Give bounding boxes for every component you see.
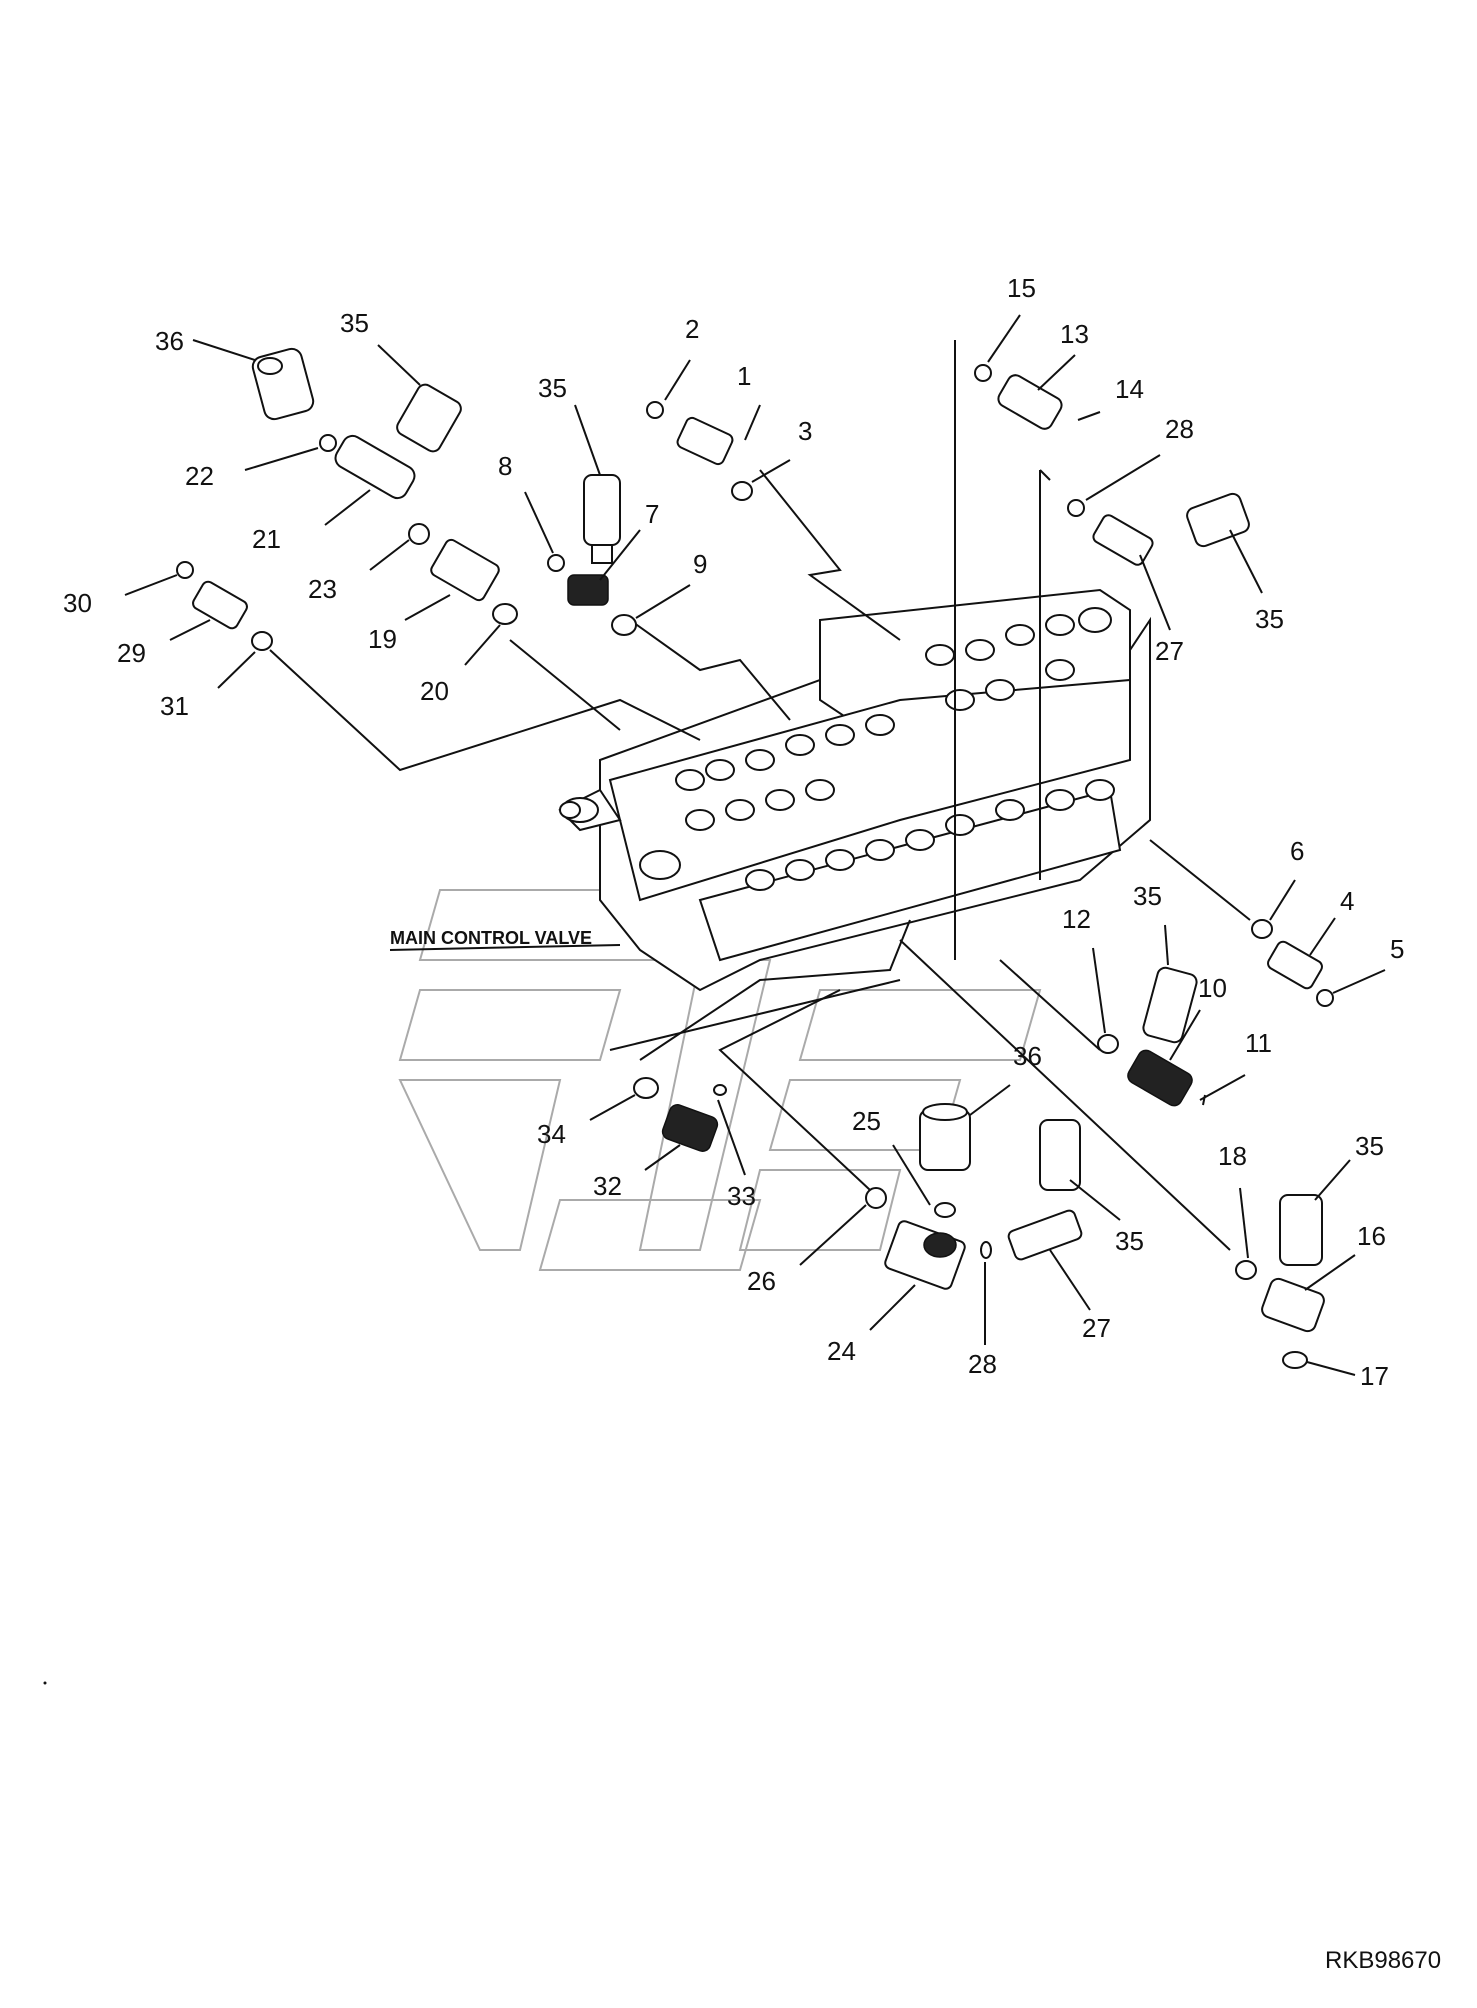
callout-36-bottom: 36 — [1013, 1041, 1042, 1071]
callout-7: 7 — [645, 499, 659, 529]
callout-3: 3 — [798, 416, 812, 446]
callout-10: 10 — [1198, 973, 1227, 1003]
callout-8: 8 — [498, 451, 512, 481]
callout-33: 33 — [727, 1181, 756, 1211]
callout-12: 12 — [1062, 904, 1091, 934]
part-36-fitting-bottom — [919, 1084, 1011, 1171]
callout-2: 2 — [685, 314, 699, 344]
part-32-fitting — [644, 1104, 719, 1171]
callout-36-top-left: 36 — [155, 326, 184, 356]
callout-35-bottom: 35 — [1115, 1226, 1144, 1256]
part-28-oring-bottom — [980, 1241, 992, 1345]
part-31-oring — [217, 631, 273, 689]
part-8-oring — [524, 491, 565, 572]
part-15-oring — [974, 314, 1021, 382]
callout-9: 9 — [693, 549, 707, 579]
callout-35-top-right: 35 — [1255, 604, 1284, 634]
callout-23: 23 — [308, 574, 337, 604]
callout-35-right: 35 — [1133, 881, 1162, 911]
callout-28-bottom: 28 — [968, 1349, 997, 1379]
callout-30: 30 — [63, 588, 92, 618]
part-30-oring — [124, 561, 194, 596]
part-27-adapter-top — [1092, 514, 1171, 631]
leader-lines — [269, 469, 1251, 1251]
part-27-adapter-bottom — [1007, 1209, 1091, 1311]
main-control-valve-body — [558, 340, 1151, 992]
callout-26: 26 — [747, 1266, 776, 1296]
callout-35-top: 35 — [538, 373, 567, 403]
callout-20: 20 — [420, 676, 449, 706]
part-35-sensor-left — [377, 344, 462, 453]
part-25-oring — [892, 1144, 956, 1218]
part-12-oring — [1092, 947, 1119, 1054]
callout-15: 15 — [1007, 273, 1036, 303]
part-11-pin — [1199, 1074, 1246, 1106]
part-13-elbow — [997, 354, 1076, 430]
callout-6: 6 — [1290, 836, 1304, 866]
part-1-plug — [676, 404, 761, 466]
part-18-oring — [1235, 1187, 1257, 1280]
part-7-fitting — [567, 529, 641, 606]
part-19-plug — [404, 538, 500, 621]
callout-4: 4 — [1340, 886, 1354, 916]
callout-1: 1 — [737, 361, 751, 391]
part-16-elbow — [1261, 1254, 1356, 1333]
part-33-oring — [713, 1084, 746, 1176]
part-24-valve — [869, 1220, 966, 1331]
callout-18: 18 — [1218, 1141, 1247, 1171]
part-3-oring — [731, 459, 791, 501]
part-29-plug — [169, 580, 248, 641]
part-2-oring — [646, 359, 691, 419]
callout-34: 34 — [537, 1119, 566, 1149]
part-17-oring — [1282, 1351, 1356, 1376]
callout-25: 25 — [852, 1106, 881, 1136]
callout-35-top-left: 35 — [340, 308, 369, 338]
part-10-elbow — [1127, 1009, 1201, 1107]
callout-11: 11 — [1245, 1028, 1272, 1058]
callout-27-bottom: 27 — [1082, 1313, 1111, 1343]
part-35-sensor-right — [1142, 924, 1198, 1044]
part-35-sensor-bottom-right — [1279, 1159, 1351, 1266]
part-22-oring — [244, 434, 337, 471]
assembly-label: MAIN CONTROL VALVE — [390, 928, 592, 948]
part-35-sensor-top — [574, 404, 621, 564]
part-35-sensor-top-right — [1186, 492, 1263, 594]
part-26-oring — [799, 1187, 887, 1266]
part-21-adapter — [324, 434, 416, 526]
part-5-oring — [1316, 969, 1386, 1007]
part-35-sensor-bottom — [1039, 1119, 1121, 1221]
reference-code: RKB98670 — [1325, 1947, 1441, 1974]
part-28-oring-top — [1067, 454, 1161, 517]
callout-32: 32 — [593, 1171, 622, 1201]
callout-16: 16 — [1357, 1221, 1386, 1251]
part-20-oring — [464, 603, 518, 666]
part-34-oring — [589, 1077, 659, 1121]
part-9-oring — [611, 584, 691, 636]
callout-14: 14 — [1115, 374, 1144, 404]
callout-13: 13 — [1060, 319, 1089, 349]
part-23-oring — [369, 523, 430, 571]
part-6-oring — [1251, 879, 1296, 939]
callout-35-bottom-right: 35 — [1355, 1131, 1384, 1161]
callout-29: 29 — [117, 638, 146, 668]
callout-17: 17 — [1360, 1361, 1389, 1391]
callout-22: 22 — [185, 461, 214, 491]
callout-labels: 1 2 3 4 5 6 7 8 9 10 11 12 13 14 15 16 1… — [63, 273, 1404, 1391]
callout-24: 24 — [827, 1336, 856, 1366]
callout-31: 31 — [160, 691, 189, 721]
part-36-fitting-top-left — [192, 339, 315, 421]
part-14-pin — [1077, 411, 1101, 421]
callout-27-top: 27 — [1155, 636, 1184, 666]
part-4-plug — [1267, 917, 1336, 990]
callout-28-top: 28 — [1165, 414, 1194, 444]
callout-19: 19 — [368, 624, 397, 654]
callout-21: 21 — [252, 524, 281, 554]
callout-5: 5 — [1390, 934, 1404, 964]
